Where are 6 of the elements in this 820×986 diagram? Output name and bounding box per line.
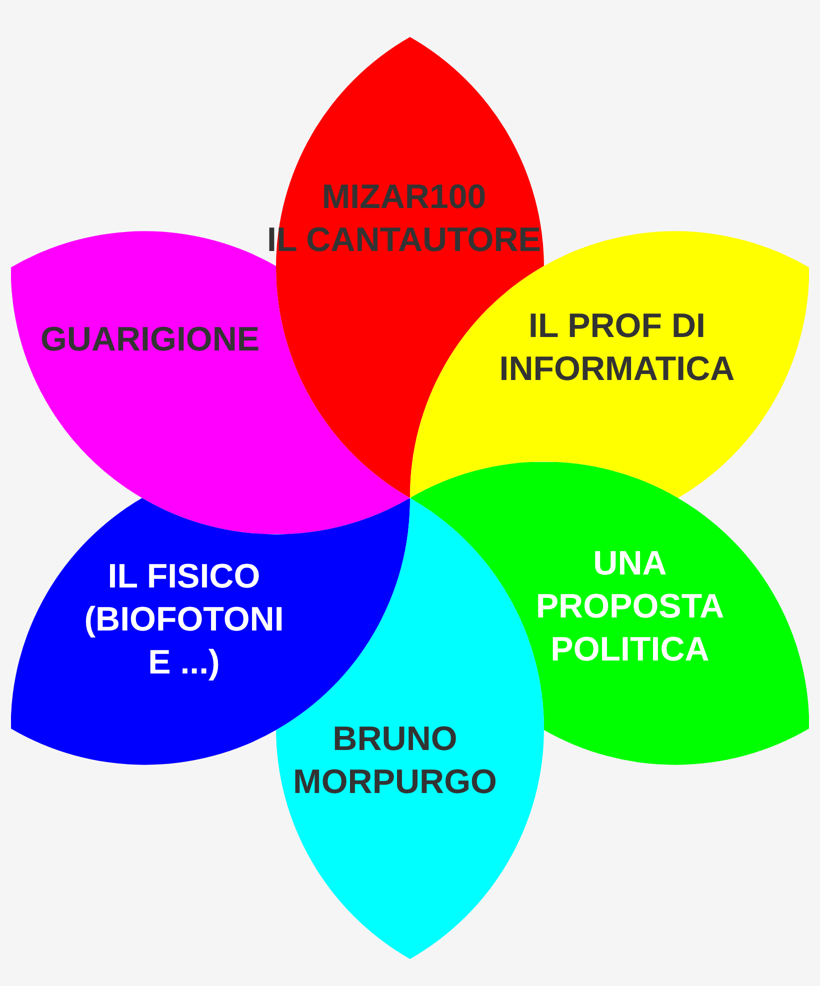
petal-label: IL FISICO (BIOFOTONI E ...) xyxy=(83,556,285,684)
petal-label: MIZAR100 xyxy=(322,177,486,218)
petal-label: GUARIGIONE xyxy=(40,320,260,360)
petal-label: IL PROF DI INFORMATICA xyxy=(498,306,736,390)
petal-label: UNA PROPOSTA POLITICA xyxy=(534,544,726,670)
petal-label: BRUNO MORPURGO xyxy=(292,719,498,803)
